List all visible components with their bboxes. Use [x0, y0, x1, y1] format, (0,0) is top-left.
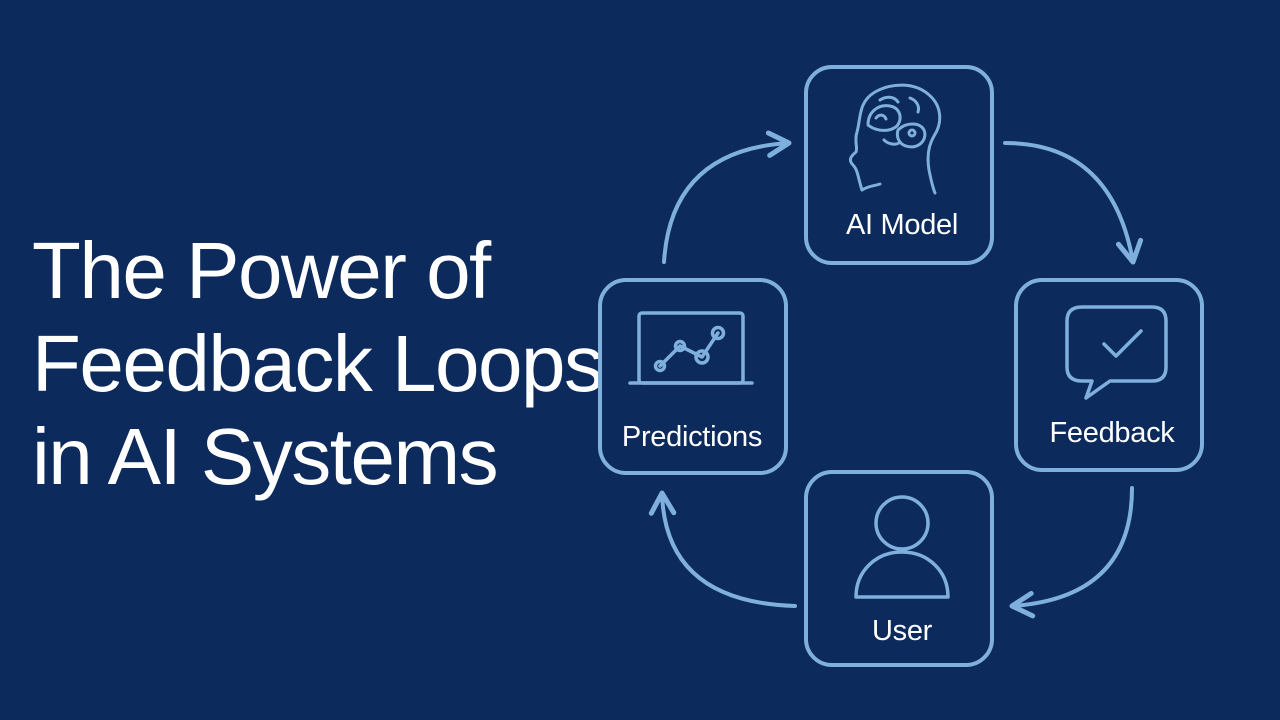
- node-user: [804, 470, 994, 667]
- node-label-user: User: [872, 615, 933, 647]
- arrow-predictions-to-ai-model: [662, 130, 792, 264]
- chart-monitor-icon: [628, 311, 754, 385]
- node-label-predictions: Predictions: [622, 421, 762, 453]
- title-line-2: Feedback Loops: [32, 319, 604, 408]
- node-predictions: [598, 278, 788, 475]
- node-label-ai-model: AI Model: [846, 209, 958, 241]
- page-title: The Power of Feedback Loops in AI System…: [32, 224, 612, 503]
- arrow-ai-model-to-feedback: [1003, 141, 1144, 265]
- title-line-1: The Power of: [32, 226, 491, 315]
- node-feedback: [1014, 278, 1204, 472]
- user-icon: [854, 495, 950, 599]
- node-ai-model: [804, 65, 994, 265]
- arrow-feedback-to-user: [1009, 486, 1134, 619]
- node-predictions-box: [598, 278, 788, 475]
- arrow-user-to-predictions: [648, 490, 797, 608]
- brain-head-icon: [848, 83, 942, 195]
- node-feedback-box: [1014, 278, 1204, 472]
- node-user-box: [804, 470, 994, 667]
- chat-check-icon: [1065, 305, 1168, 400]
- node-label-feedback: Feedback: [1050, 417, 1176, 449]
- title-line-3: in AI Systems: [32, 412, 499, 501]
- node-ai-model-box: [804, 65, 994, 265]
